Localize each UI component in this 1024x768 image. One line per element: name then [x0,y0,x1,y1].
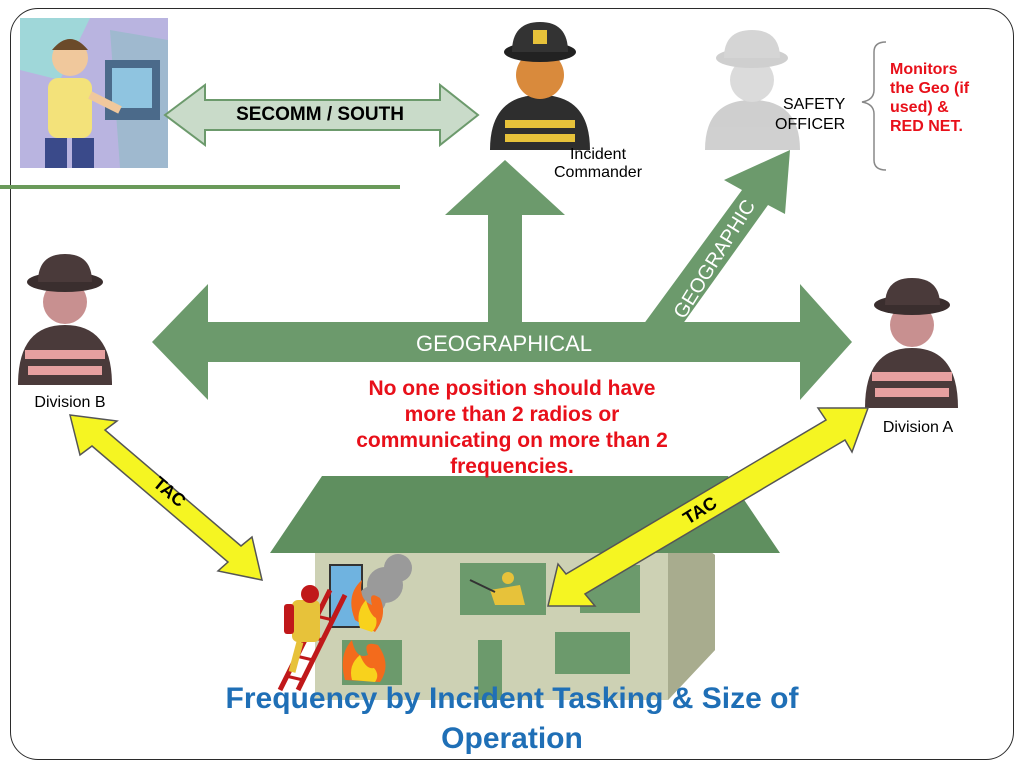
tac-right-double-arrow [547,407,870,607]
warning-line-2: more than 2 radios or [404,403,620,426]
monitors-note-line-4: RED NET. [890,118,963,135]
monitors-note-line-1: Monitors [890,61,958,78]
warning-text: No one position should have more than 2 … [300,376,724,480]
dispatcher-clipart [20,18,168,168]
arrow-geographic-to-safety-officer [643,150,790,325]
safety-officer-figure [705,30,800,150]
secomm-double-arrow [163,82,480,148]
division-a-figure [865,278,958,408]
safety-officer-line-1: SAFETY [783,96,846,113]
warning-line-4: frequencies. [450,455,574,478]
slide-frame [10,8,1014,760]
incident-commander-line-2: Commander [553,164,643,181]
tac-left-double-arrow [69,414,263,581]
division-b-figure [18,254,112,385]
monitors-note: Monitors the Geo (if used) & RED NET. [890,60,1000,136]
safety-officer-line-2: OFFICER [775,116,846,133]
header-divider-line [0,185,400,189]
secomm-label: SECOMM / SOUTH [236,104,404,125]
geographical-label: GEOGRAPHICAL [416,331,592,356]
incident-commander-label: Incident Commander [528,146,668,182]
incident-commander-line-1: Incident [569,146,627,163]
fire-flames [342,580,386,682]
warning-line-3: communicating on more than 2 [356,429,668,452]
slide-title-line-2: Operation [441,722,583,755]
warning-line-1: No one position should have [368,377,656,400]
ladder-firefighter [277,585,348,692]
arrow-up-to-incident-commander [445,160,565,325]
division-a-label: Division A [882,419,954,436]
monitors-bracket [861,41,887,171]
incident-commander-figure [490,22,590,150]
monitors-note-line-3: used) & [890,99,949,116]
safety-officer-label: SAFETY OFFICER [775,95,875,135]
geographical-double-arrow [152,284,852,400]
division-b-label: Division B [34,394,106,411]
monitors-note-line-2: the Geo (if [890,80,970,97]
geographic-label: GEOGRAPHIC [670,196,761,323]
slide-title-line-1: Frequency by Incident Tasking & Size of [225,682,799,715]
